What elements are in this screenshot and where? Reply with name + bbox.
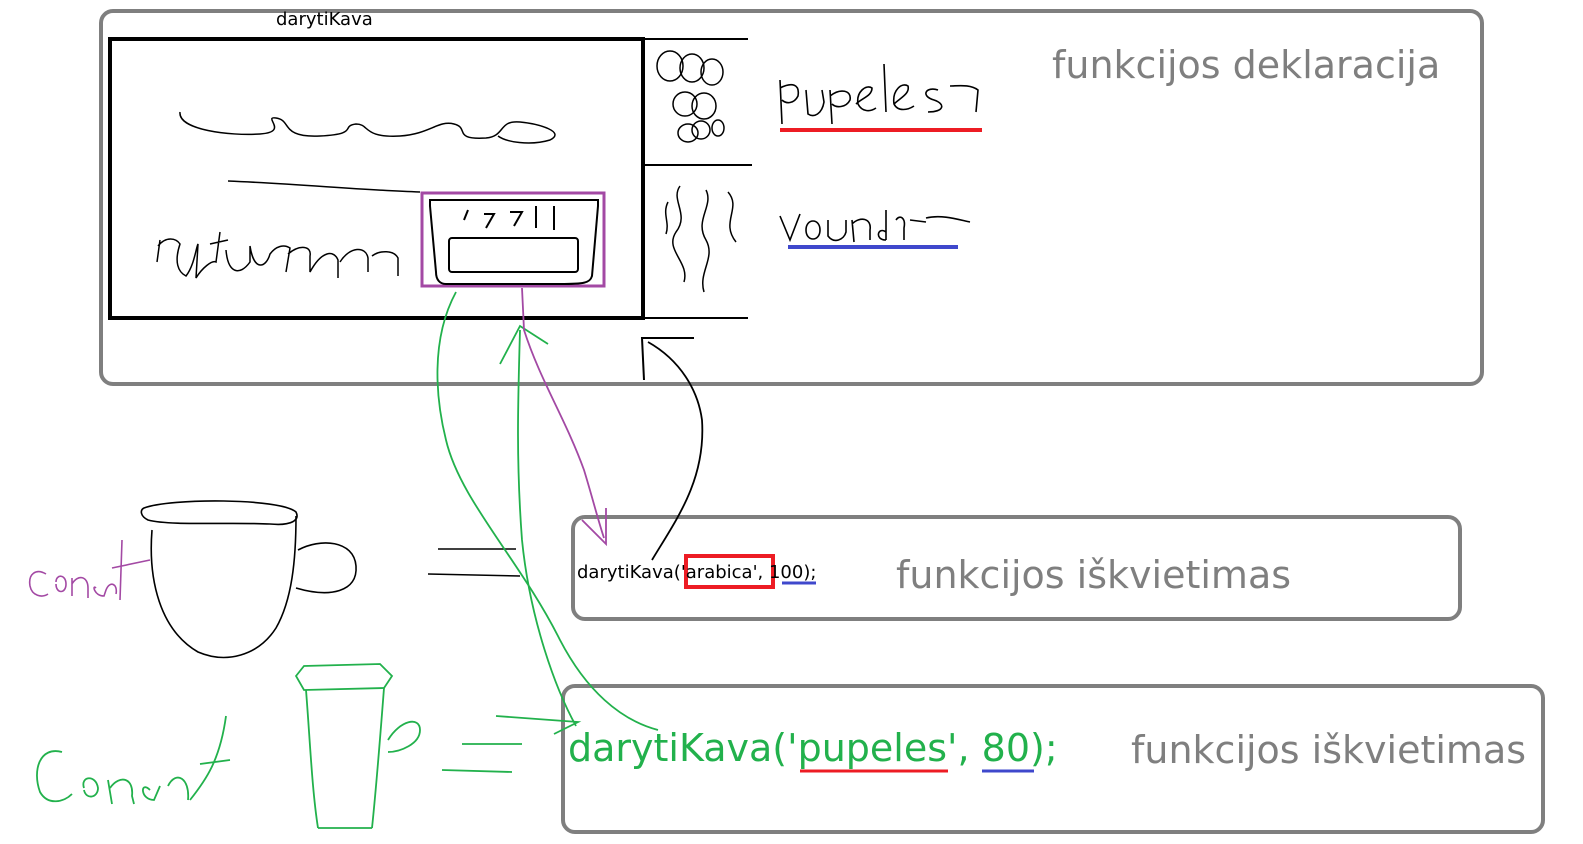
purple-arrowhead xyxy=(581,508,607,547)
call-2-name: darytiKava xyxy=(568,726,773,770)
green-arrowhead-up xyxy=(499,324,549,365)
param-pupeles-scribble xyxy=(779,63,979,125)
green-equals-sign xyxy=(441,743,522,773)
green-const-scribble xyxy=(36,715,231,805)
return-cup-scribble xyxy=(429,199,599,285)
call-frame-2 xyxy=(561,684,1545,834)
purple-const-scribble xyxy=(28,539,151,601)
black-cup-scribble xyxy=(140,500,357,659)
call-1-arg2: 100 xyxy=(768,562,804,583)
beans-scribble xyxy=(656,50,725,143)
black-equals-sign xyxy=(427,548,521,577)
function-body-box xyxy=(108,37,645,320)
declaration-frame xyxy=(99,9,1484,386)
call-2-sep: , xyxy=(957,726,982,770)
green-arrowhead-right xyxy=(495,715,582,735)
black-arrowhead xyxy=(640,337,694,381)
purple-arrow-return-to-call1 xyxy=(521,287,605,539)
call-1-arg1: 'arabica' xyxy=(680,562,758,583)
return-value-box xyxy=(420,191,606,288)
water-scribble xyxy=(664,185,737,293)
call-1-name: darytiKava xyxy=(577,562,674,583)
call-1-code: darytiKava('arabica', 100); xyxy=(577,562,816,583)
param-vanduo-scribble xyxy=(779,210,971,243)
call-2-arg1: 'pupeles' xyxy=(787,726,958,770)
call-1-close: ); xyxy=(803,562,817,583)
function-name-label: darytiKava xyxy=(276,9,373,30)
green-arrow-return-to-call2 xyxy=(436,291,659,731)
green-arrow-call2-to-params xyxy=(517,329,577,727)
call-1-open: ( xyxy=(673,562,681,583)
call-2-close: ); xyxy=(1030,726,1058,770)
call-1-caption: funkcijos iškvietimas xyxy=(896,553,1292,597)
call-2-arg2: 80 xyxy=(981,726,1030,770)
call-2-code: darytiKava('pupeles', 80); xyxy=(568,726,1058,770)
arg-arabica-box xyxy=(684,554,775,589)
call-2-caption: funkcijos iškvietimas xyxy=(1131,728,1527,772)
declaration-caption: funkcijos deklaracija xyxy=(1052,43,1441,87)
black-arrow-call1-to-params xyxy=(647,341,704,561)
call-2-open: ( xyxy=(772,726,788,770)
green-cup-scribble xyxy=(294,663,421,829)
call-1-sep: , xyxy=(757,562,769,583)
body-scribble xyxy=(156,111,556,279)
call-frame-1 xyxy=(571,515,1462,621)
params-box xyxy=(642,38,752,319)
